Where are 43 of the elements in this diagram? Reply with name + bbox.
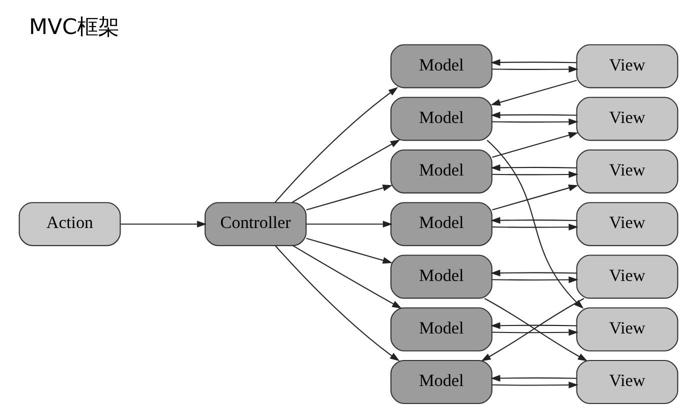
arrow (490, 270, 577, 276)
arrow (490, 164, 577, 172)
arrow (490, 80, 577, 106)
arrow (306, 184, 392, 210)
arrow (492, 224, 578, 231)
node-box: Model (390, 96, 492, 141)
arrow (306, 238, 392, 264)
arrow (490, 322, 577, 329)
arrow (274, 87, 398, 203)
arrow (492, 66, 578, 73)
node-box: Controller (204, 202, 307, 246)
node-box: Model (390, 202, 492, 246)
arrow (292, 245, 402, 309)
node-box: Model (390, 254, 492, 299)
node-box: View (576, 96, 678, 141)
arrow (492, 132, 578, 158)
node-box: Action (18, 202, 121, 246)
node-box: View (576, 149, 678, 194)
arrow (492, 382, 578, 388)
node-box: View (576, 307, 678, 352)
arrow (492, 118, 578, 126)
diagram-title: MVC框架 (28, 15, 120, 40)
node-box: Model (390, 307, 492, 352)
arrow (490, 216, 577, 224)
arrow (490, 112, 577, 118)
node-box: Model (390, 44, 492, 88)
arrow (275, 246, 400, 362)
arrow (120, 220, 207, 228)
arrow (490, 59, 577, 66)
node-box: View (576, 44, 678, 88)
node-box: Model (390, 149, 492, 194)
node-box: Model (390, 360, 492, 404)
node-box: View (576, 202, 678, 246)
node-box: View (576, 360, 678, 404)
arrow (306, 220, 393, 228)
arrow (492, 276, 578, 284)
arrow (492, 171, 578, 178)
arrow (292, 140, 400, 203)
arrow (486, 140, 584, 309)
arrow (490, 374, 577, 382)
arrow (492, 329, 578, 336)
arrow (492, 184, 578, 210)
node-box: View (576, 254, 678, 299)
